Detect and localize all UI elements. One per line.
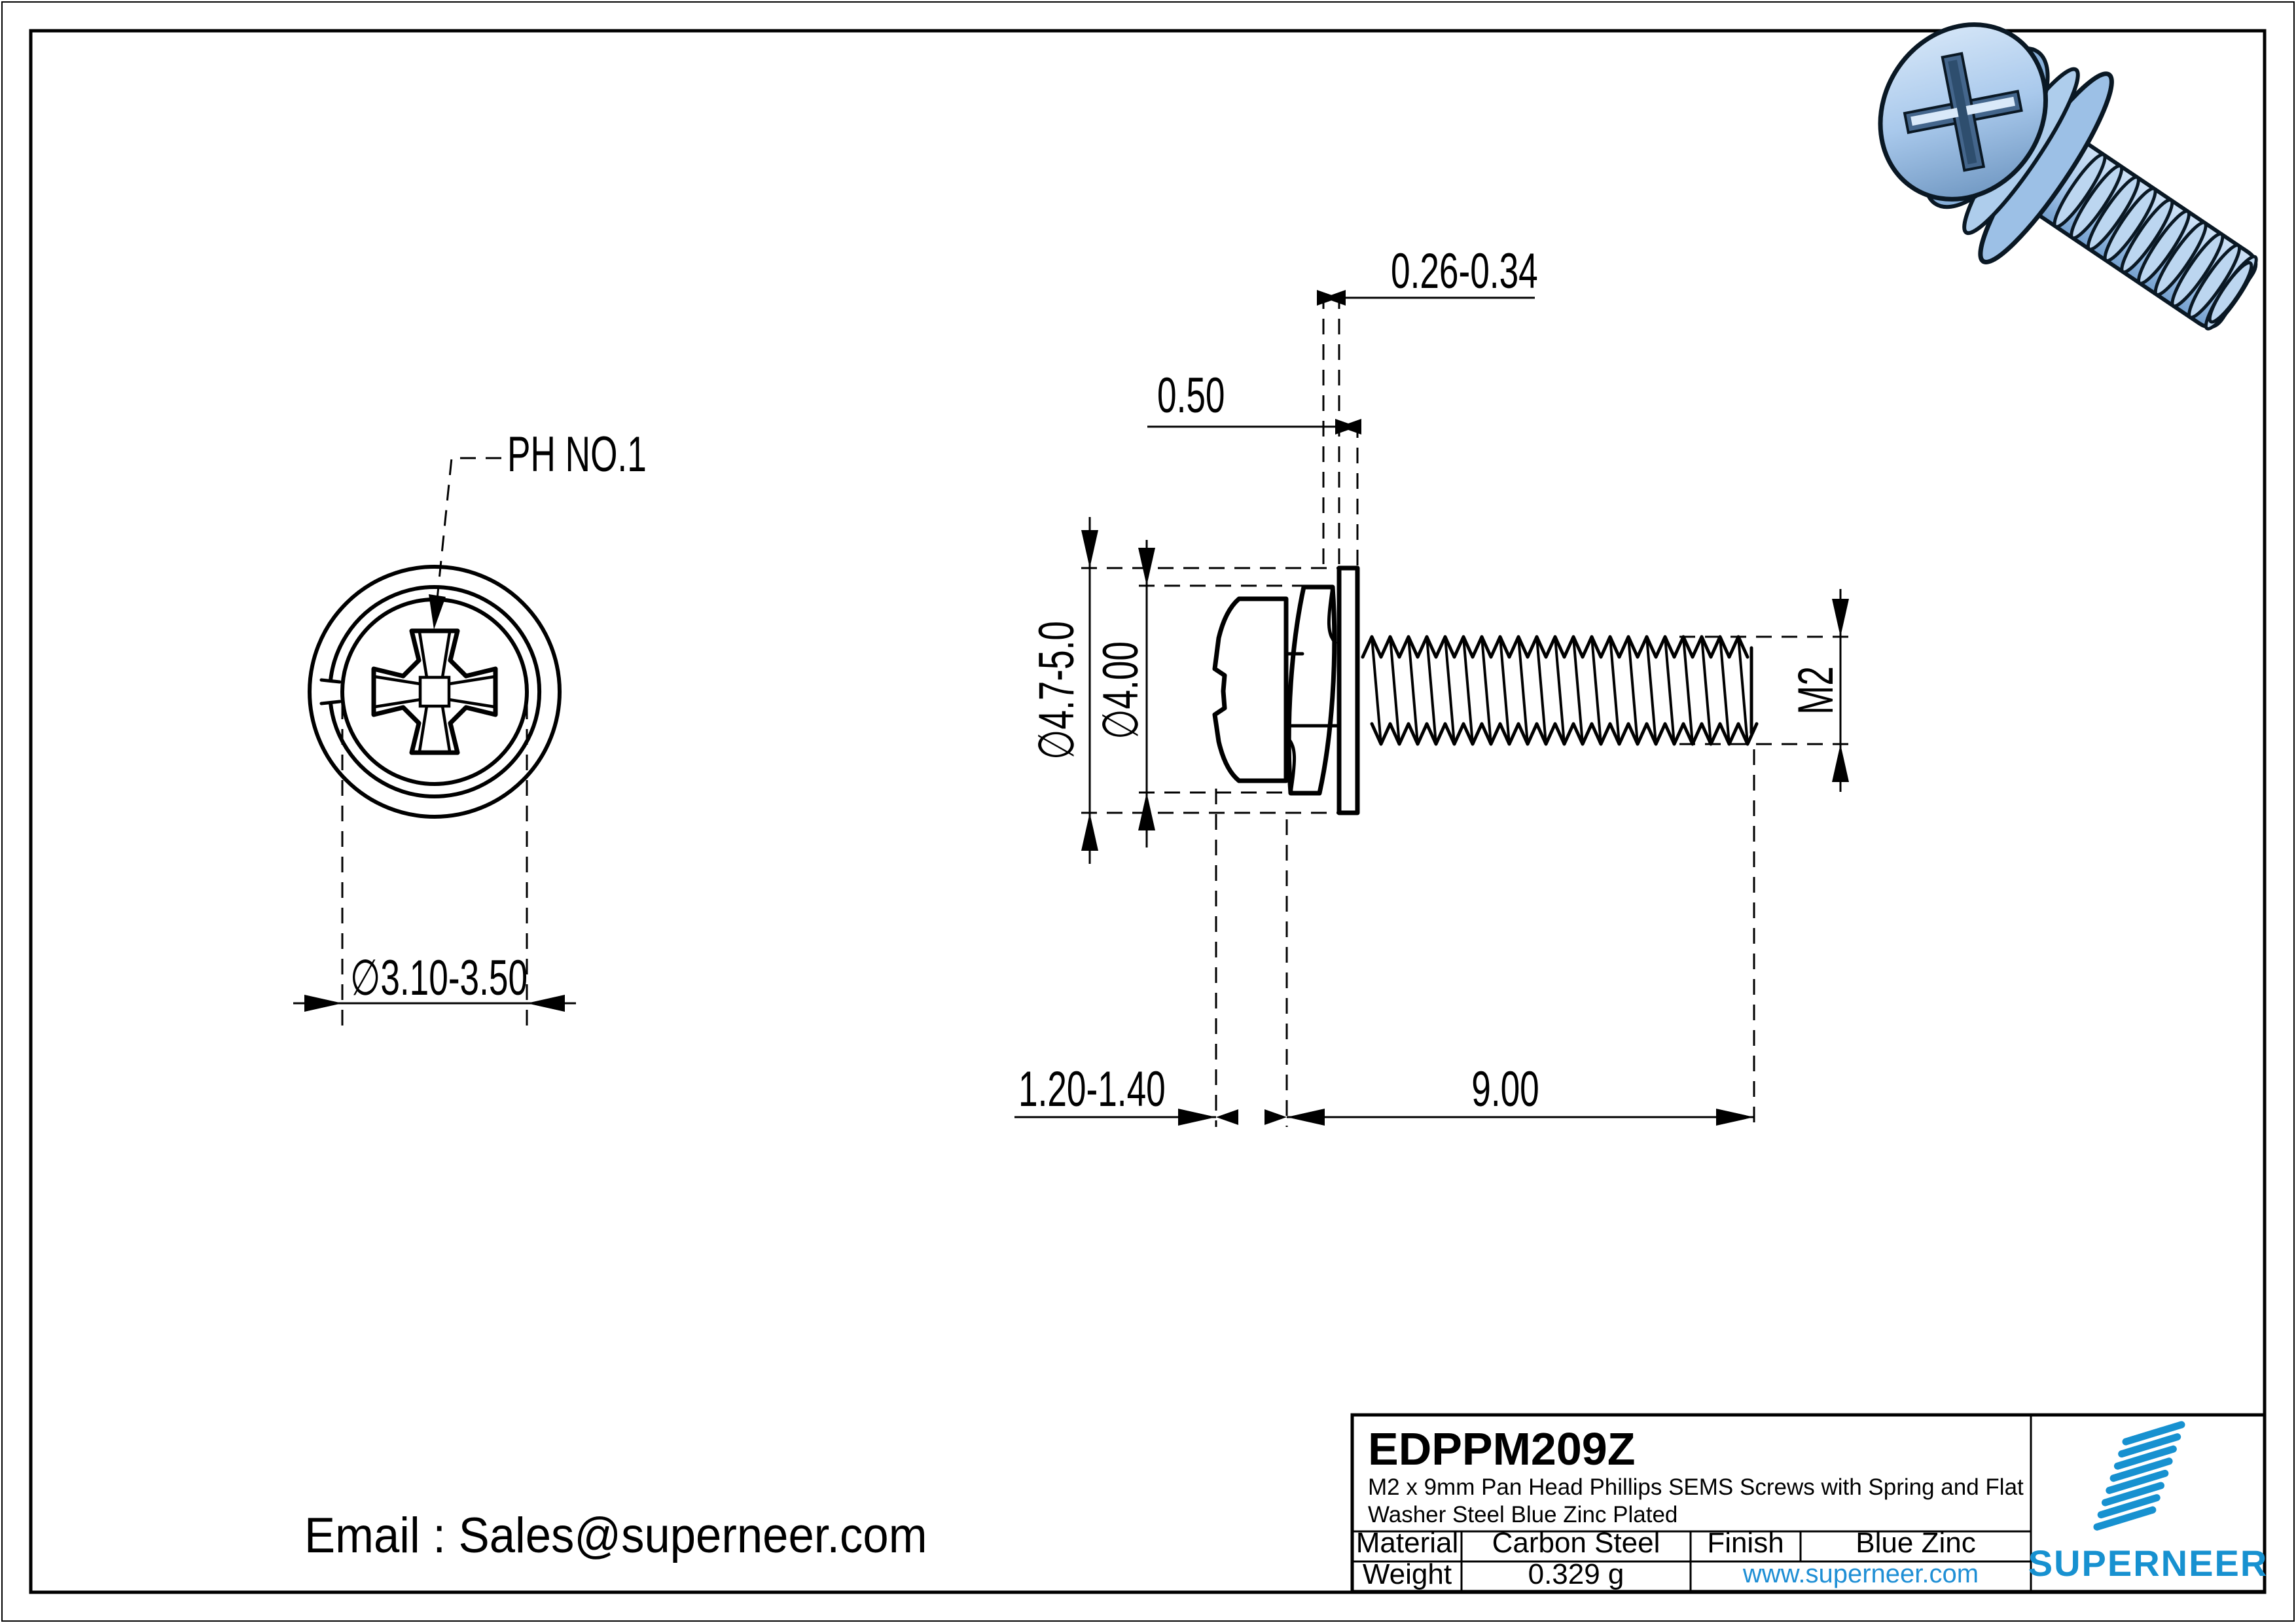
weight-label: Weight xyxy=(1363,1558,1452,1590)
washer-thickness-dimension: 0.50 xyxy=(1147,368,1361,567)
spring-washer-outline xyxy=(329,585,542,798)
spring-washer-side xyxy=(1286,584,1337,796)
ph-leader xyxy=(429,457,501,630)
spring-washer-edge-bottom xyxy=(1286,736,1297,795)
flat-washer-side xyxy=(1336,565,1360,815)
brand-wordmark: SUPERNEER xyxy=(2028,1543,2269,1584)
front-dia-dimension: ∅3.10-3.50 xyxy=(293,704,576,1033)
screw-3d-head xyxy=(1878,22,2050,209)
email-text: Email : Sales@superneer.com xyxy=(304,1508,927,1563)
material-label: Material xyxy=(1356,1527,1459,1559)
thread-profile xyxy=(1361,635,1759,746)
phillips-3d-icon xyxy=(1903,52,2023,172)
spring-dia-dimension: ∅4.00 xyxy=(1093,540,1331,847)
finish-value: Blue Zinc xyxy=(1856,1527,1975,1559)
flat-washer-outline xyxy=(308,565,562,819)
side-view: ∅4.7-5.0 ∅4.00 0.26-0.34 0.50 xyxy=(1014,243,1849,1127)
spring-thickness-text: 0.26-0.34 xyxy=(1391,243,1538,299)
material-value: Carbon Steel xyxy=(1492,1527,1660,1559)
description-line2: Washer Steel Blue Zinc Plated xyxy=(1368,1502,1677,1527)
head-profile xyxy=(1212,596,1289,783)
washer-thickness-text: 0.50 xyxy=(1157,368,1225,423)
washer-dia-text: ∅4.7-5.0 xyxy=(1029,621,1085,760)
superneer-logo-icon xyxy=(2093,1421,2185,1531)
bottom-dimensions: 1.20-1.40 9.00 xyxy=(1014,749,1755,1127)
spring-dia-text: ∅4.00 xyxy=(1093,641,1149,740)
thread-length-text: 9.00 xyxy=(1471,1061,1539,1117)
part-number: EDPPM209Z xyxy=(1368,1423,1635,1474)
spring-washer-edge-top xyxy=(1327,585,1337,645)
phillips-recess-icon xyxy=(371,628,498,755)
title-block: EDPPM209Z M2 x 9mm Pan Head Phillips SEM… xyxy=(1350,1413,2269,1594)
spring-washer-split-top xyxy=(319,678,342,684)
spring-washer-split-bottom xyxy=(319,700,342,705)
spring-thickness-dimension: 0.26-0.34 xyxy=(1317,243,1538,569)
description-line1: M2 x 9mm Pan Head Phillips SEMS Screws w… xyxy=(1368,1474,2024,1500)
front-view: PH NO.1 ∅3.10-3.50 xyxy=(293,427,647,1033)
ph-label: PH NO.1 xyxy=(507,427,647,482)
weight-value: 0.329 g xyxy=(1528,1558,1624,1590)
website-link[interactable]: www.superneer.com xyxy=(1742,1560,1979,1588)
washer-dia-dimension: ∅4.7-5.0 xyxy=(1029,517,1339,864)
thread-size-text: M2 xyxy=(1788,666,1844,715)
head-height-text: 1.20-1.40 xyxy=(1018,1061,1166,1117)
finish-label: Finish xyxy=(1707,1527,1784,1559)
thread-size-dimension: M2 xyxy=(1679,589,1849,792)
front-dia-text: ∅3.10-3.50 xyxy=(350,950,528,1006)
screw-3d-render xyxy=(1878,22,2258,330)
